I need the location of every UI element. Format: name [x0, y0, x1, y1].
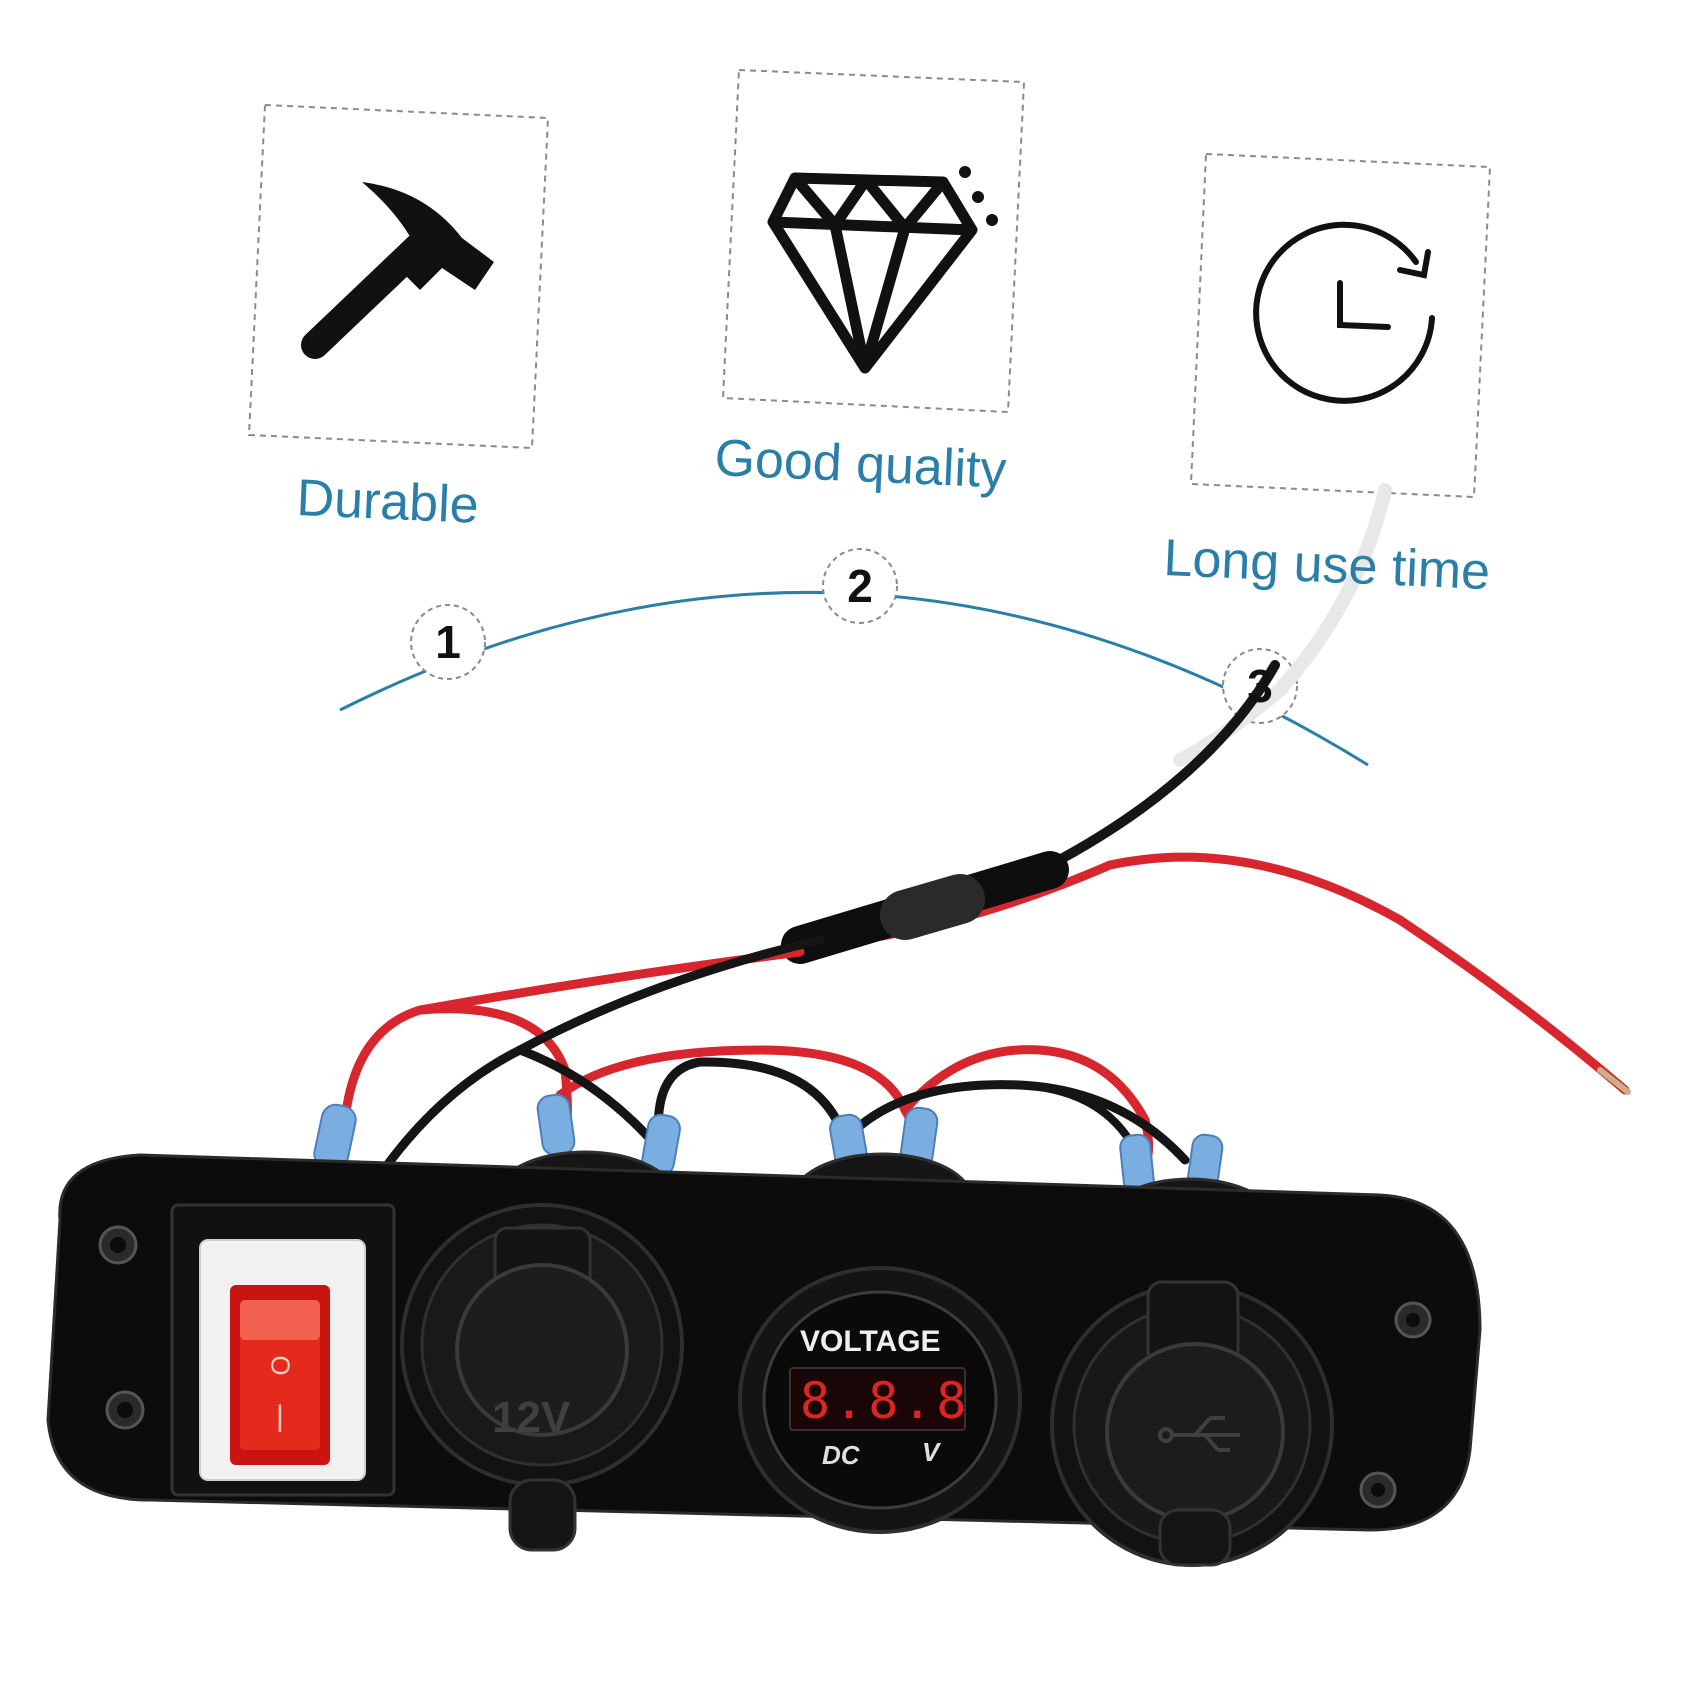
sparkle-dot: [986, 214, 998, 226]
switch-off-symbol: O: [265, 1355, 296, 1376]
voltmeter-display: [789, 1367, 966, 1431]
sparkle-dot: [972, 191, 984, 203]
usb-icon: [1158, 1416, 1240, 1452]
sparkle-dot: [959, 166, 971, 178]
cigarette-lighter-socket[interactable]: [400, 1203, 684, 1552]
marker-number-3: 3: [1247, 660, 1273, 712]
usb-charger-socket[interactable]: [1050, 1280, 1334, 1567]
marker-circle-2: [822, 548, 898, 624]
socket-cap-tab: [508, 1478, 577, 1552]
rocker-switch[interactable]: [170, 1203, 396, 1497]
marker-number-1: 1: [435, 616, 461, 668]
feature-box-good-quality: [721, 68, 1026, 414]
digital-voltmeter: [738, 1266, 1022, 1534]
wiring-harness: [340, 483, 1631, 1180]
diamond-icon: [767, 172, 978, 374]
inline-fuse-holder: [781, 851, 1069, 964]
hammer-icon: [301, 182, 494, 359]
voltmeter-title: VOLTAGE: [800, 1325, 941, 1358]
marker-circle-1: [410, 604, 486, 680]
clock-icon: [1253, 221, 1435, 404]
feature-box-long-use-time: [1189, 152, 1492, 499]
socket-12v-label: 12V: [492, 1393, 571, 1442]
switch-on-symbol: |: [276, 1400, 284, 1433]
feature-label-durable: Durable: [295, 468, 480, 535]
feature-label-good-quality: Good quality: [713, 428, 1008, 500]
voltmeter-unit-v: V: [922, 1437, 940, 1467]
usb-cap-tab: [1158, 1508, 1232, 1567]
marker-number-2: 2: [847, 560, 873, 612]
voltmeter-unit-dc: DC: [822, 1440, 860, 1470]
voltmeter-reading: 8.8.8: [800, 1372, 971, 1430]
feature-box-durable: [247, 103, 550, 450]
